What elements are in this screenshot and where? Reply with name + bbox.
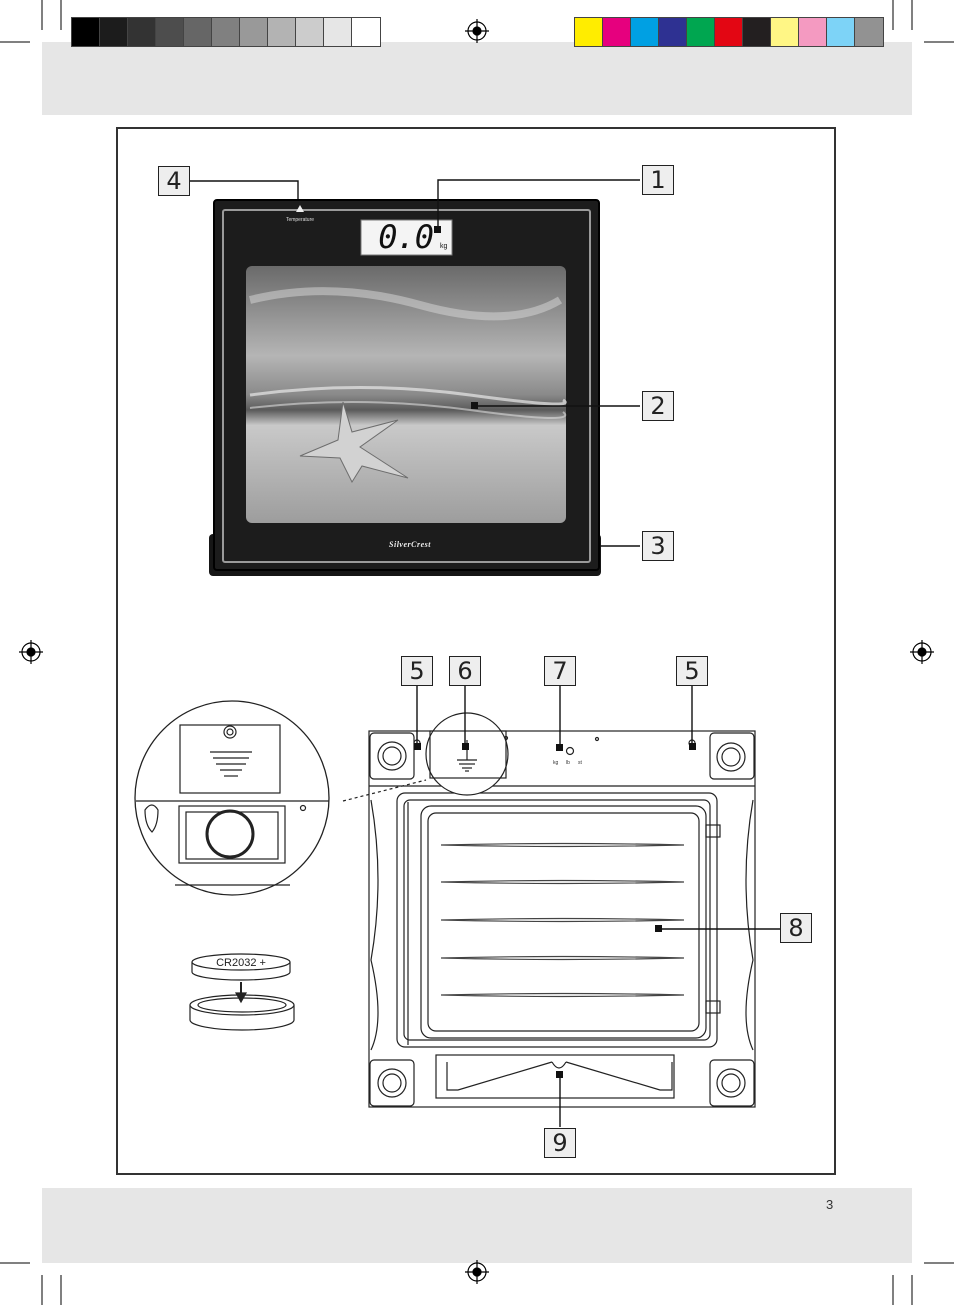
callout-temperature-marker: 4 <box>158 166 190 196</box>
battery-compartment-detail <box>136 724 329 886</box>
temperature-label: Temperature <box>285 217 315 223</box>
unit-label-kg: kg <box>553 760 559 766</box>
greybar-swatch <box>99 17 129 47</box>
callout-display: 1 <box>642 165 674 195</box>
colorbar-swatch <box>574 17 604 47</box>
greybar-swatch <box>127 17 157 47</box>
colorbar-swatch <box>770 17 800 47</box>
foot-top-right <box>709 732 755 780</box>
callout-glass-platform: 2 <box>642 391 674 421</box>
starfish-photo <box>246 266 566 523</box>
greybar-swatch <box>267 17 297 47</box>
colorbar-swatch <box>826 17 856 47</box>
callout-foot-right: 5 <box>676 656 708 686</box>
brand-logo: SilverCrest <box>389 540 431 549</box>
coin-battery-icon <box>189 953 295 1031</box>
greybar-swatch <box>239 17 269 47</box>
header-band <box>42 42 912 115</box>
greybar-swatch <box>295 17 325 47</box>
unit-label-st: st <box>578 760 582 766</box>
callout-unit-switch: 7 <box>544 656 576 686</box>
greybar-swatch <box>351 17 381 47</box>
greybar-swatch <box>155 17 185 47</box>
greybar-swatch <box>211 17 241 47</box>
colorbar-swatch <box>602 17 632 47</box>
display-reading: 0.0 <box>378 218 434 256</box>
colorbar-swatch <box>798 17 828 47</box>
footer-band <box>42 1188 912 1263</box>
callout-label-area: 8 <box>780 913 812 943</box>
registration-mark-right <box>910 640 934 664</box>
registration-mark-bottom <box>465 1260 489 1284</box>
leader-lines <box>190 179 780 1127</box>
label-lines <box>440 842 685 998</box>
figure-frame <box>116 127 836 1175</box>
foot-bottom-right <box>709 1059 755 1107</box>
registration-mark-left <box>19 640 43 664</box>
unit-label-lb: lb <box>566 760 570 766</box>
callout-foot-left: 5 <box>401 656 433 686</box>
callout-battery-compartment: 6 <box>449 656 481 686</box>
colorbar-swatch <box>854 17 884 47</box>
colorbar-swatch <box>630 17 660 47</box>
callout-hanging-recess: 9 <box>544 1128 576 1158</box>
greybar-swatch <box>323 17 353 47</box>
registration-mark-top <box>465 19 489 43</box>
foot-bottom-left <box>369 1059 415 1107</box>
starfish-icon <box>299 401 409 484</box>
display-window <box>360 219 453 256</box>
callout-base: 3 <box>642 531 674 561</box>
greybar-swatch <box>71 17 101 47</box>
colorbar-swatch <box>686 17 716 47</box>
scale-bottom-view <box>368 730 756 1108</box>
leader-dots <box>414 226 696 1078</box>
colorbar-swatch <box>742 17 772 47</box>
battery-type-label: CR2032 + <box>216 957 266 969</box>
scale-top-view <box>209 199 601 576</box>
colorbar-swatch <box>714 17 744 47</box>
display-unit: kg <box>440 243 448 250</box>
greybar-swatch <box>183 17 213 47</box>
page-number: 3 <box>826 1197 834 1212</box>
foot-top-left <box>369 732 415 780</box>
colorbar-swatch <box>658 17 688 47</box>
